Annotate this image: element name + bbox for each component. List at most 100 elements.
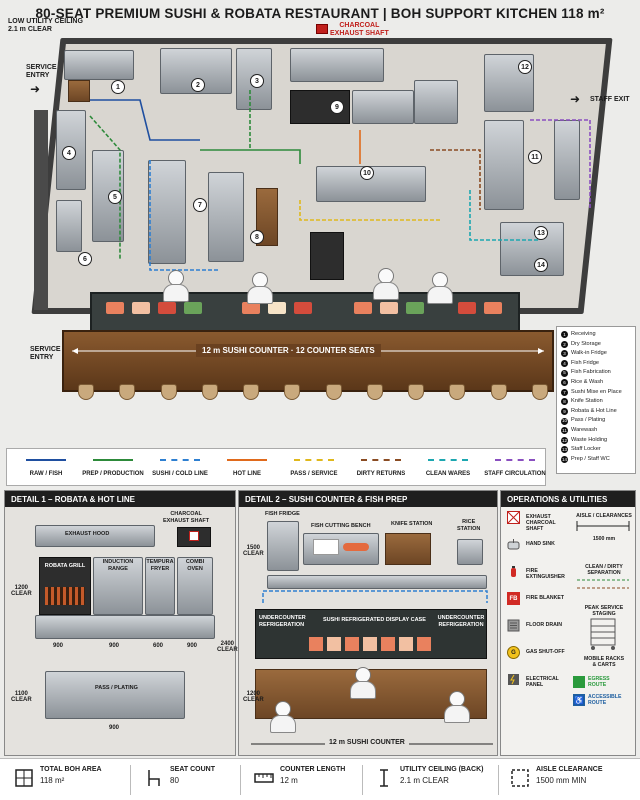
pass-plating-label: PASS / PLATING [95,685,138,691]
legend-label: Knife Station [571,398,603,405]
legend-label: Fish Fabrication [571,369,611,376]
ops-item-label: GAS SHUT-OFF [526,649,565,655]
flow-legend-item: STAFF CIRCULATION [482,455,548,477]
prep-back-counter [267,575,487,589]
staff-exit-label: STAFF EXIT [590,96,630,103]
chef [270,715,296,733]
flow-label: SUSHI / COLD LINE [152,471,208,477]
tempura-fryer-label: TEMPURA FRYER [146,559,174,572]
service-entry-top-label: SERVICE ENTRY [26,64,57,79]
legend-label: Fish Fridge [571,359,599,366]
fire-blanket-icon: FB [507,592,520,605]
aisle-icon [511,769,529,787]
station-badge-5: 5 [108,190,122,204]
flow-label: DIRTY RETURNS [356,471,406,477]
legend-number: 6 [561,379,568,387]
exhaust-hood-label: EXHAUST HOOD [65,531,110,537]
legend-label: Rice & Wash [571,378,604,385]
hand-sink-icon [507,539,520,550]
operations-header: OPERATIONS & UTILITIES [501,491,635,507]
combi-oven [177,557,213,615]
flow-label: RAW / FISH [29,471,63,477]
width-induction: 900 [109,643,120,649]
station-badge-7: 7 [193,198,207,212]
legend-number: 14 [561,456,568,464]
stat-value: 12 m [280,776,298,785]
charcoal-shaft-label: CHARCOAL EXHAUST SHAFT [330,22,389,37]
pass-width-label: 900 [109,725,120,731]
legend-label: Receiving [571,331,596,337]
exhaust-icon [507,511,520,524]
legend-number: 3 [561,350,568,358]
ops-item-label: HAND SINK [526,541,555,547]
counter-label: 12 m SUSHI COUNTER · 12 COUNTER SEATS [196,344,381,357]
cold-line-flow [262,590,488,603]
width-robata: 900 [53,643,64,649]
flow-legend-item: PASS / SERVICE [281,455,347,477]
legend-number: 11 [561,427,568,435]
ops-item-electrical: ELECTRICAL PANEL [501,669,573,696]
counter-seat [160,384,177,400]
flow-line-swatch [361,459,401,465]
clear-1200-label: 1200 CLEAR [243,691,264,703]
arrow-right-icon: ➜ [570,92,581,106]
flow-legend: RAW / FISH PREP / PRODUCTION SUSHI / COLD … [6,448,546,486]
arrow-right-icon: ➜ [30,82,41,96]
counter-seat [408,384,425,400]
station-badge-2: 2 [191,78,205,92]
counter-seat [490,384,507,400]
stat-area: TOTAL BOH AREA 118 m² [14,766,102,788]
legend-label: Pass / Plating [571,417,606,424]
counter-seat-row [78,384,548,404]
height-icon [380,769,388,787]
ops-item-label: FIRE EXTINGUISHER [526,568,565,580]
detail-1-header: DETAIL 1 – ROBATA & HOT LINE [5,491,235,507]
flow-label: STAFF CIRCULATION [484,471,546,477]
stat-value: 2.1 m CLEAR [400,776,449,785]
robata-grill-label: ROBATA GRILL [44,563,86,569]
accessible-label: ACCESSIBLE ROUTE [588,694,622,706]
counter-seat [325,384,342,400]
station-badge-13: 13 [534,226,548,240]
legend-number: 5 [561,369,568,377]
exhaust-hood [35,525,155,547]
low-ceiling-label: LOW UTILITY CEILING 2.1 m CLEAR [8,18,83,33]
combi-oven-label: COMBI OVEN [185,559,205,572]
legend-label: Waste Holding [571,436,608,443]
area-icon [15,769,33,787]
ops-item-label: EXHAUST CHARCOAL SHAFT [526,514,556,532]
legend-number: 1 [561,331,568,339]
clear-1100-label: 1100 CLEAR [11,691,32,703]
width-fryer: 600 [153,643,164,649]
ops-item-gas: G GAS SHUT-OFF [501,642,573,669]
sushi-trays [309,637,433,651]
floor-drain-icon [507,619,520,632]
stat-key: AISLE CLEARANCE [536,766,603,773]
legend-number: 13 [561,446,568,454]
mobile-rack-icon [590,618,616,650]
electrical-panel-icon [508,674,519,685]
stat-key: TOTAL BOH AREA [40,766,102,773]
chef [427,286,453,304]
legend-number: 4 [561,360,568,368]
legend-label: Staff Locker [571,446,601,453]
station-badge-6: 6 [78,252,92,266]
legend-label: Sushi Mise en Place [571,388,622,395]
flow-label: PREP / PRODUCTION [82,471,144,477]
sushi-mise-en-place [208,172,244,262]
fire-extinguisher-icon [511,566,516,577]
ops-item-hand-sink: HAND SINK [501,534,573,561]
rice-cooker [457,539,483,565]
stat-ceiling: UTILITY CEILING (BACK)2.1 m CLEAR [374,766,483,788]
flow-legend-item: CLEAN WARES [415,455,481,477]
ops-item-label: FIRE BLANKET [526,595,565,601]
fish-fillet [343,543,369,551]
stat-value: 118 m² [40,776,65,785]
